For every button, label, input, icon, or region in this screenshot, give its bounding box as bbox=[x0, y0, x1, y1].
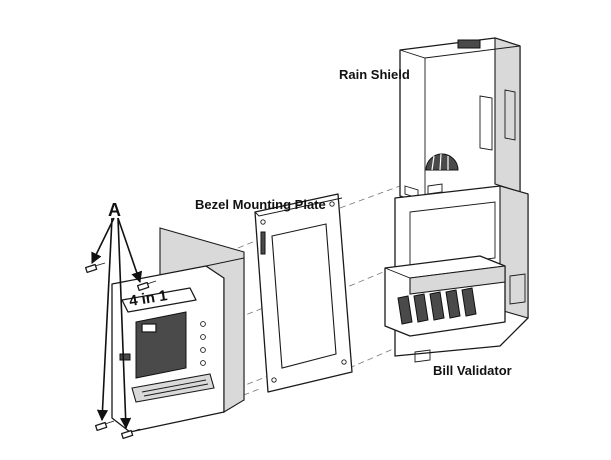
bezel-mounting-plate bbox=[254, 193, 353, 393]
bill-validator bbox=[384, 185, 529, 363]
label-bezel-mounting-plate: Bezel Mounting Plate bbox=[195, 197, 326, 212]
screw-top-left bbox=[84, 262, 106, 274]
mounting-screws bbox=[84, 262, 157, 440]
label-bill-validator: Bill Validator bbox=[433, 363, 512, 378]
label-a-leaders bbox=[91, 217, 143, 430]
label-rain-shield: Rain Shield bbox=[339, 67, 410, 82]
screw-bottom-left bbox=[94, 420, 115, 432]
screw-top-right bbox=[136, 280, 157, 292]
label-a: A bbox=[108, 200, 121, 220]
bill-validator-rollers bbox=[397, 287, 477, 325]
bezel-badge-text: 4 in 1 bbox=[128, 287, 169, 310]
bezel-4in1 bbox=[111, 227, 245, 433]
rain-shield bbox=[399, 37, 521, 205]
screw-bottom-right bbox=[120, 428, 141, 440]
